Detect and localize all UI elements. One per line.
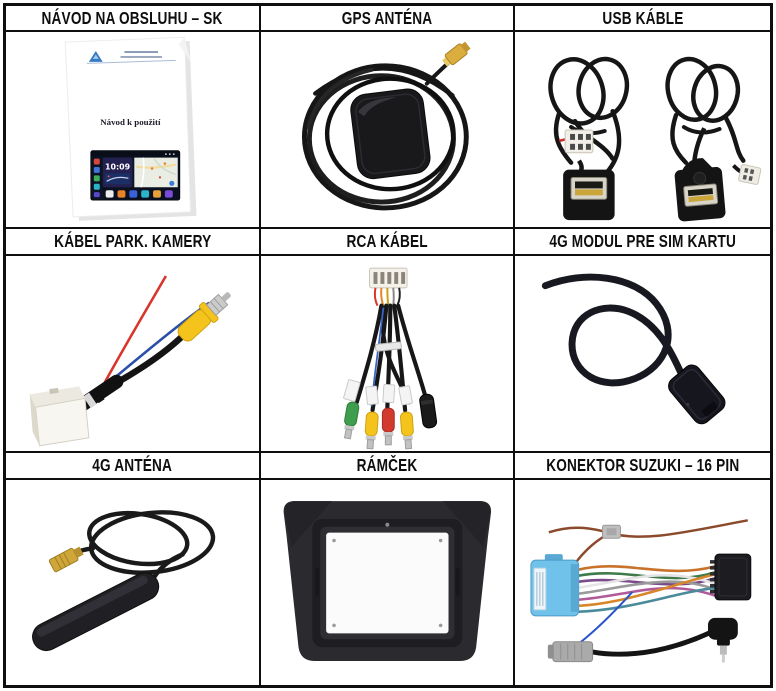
sma-connector-gold (48, 546, 84, 573)
header-frame-label: RÁMČEK (356, 455, 418, 475)
antenna-right-angle-plug (708, 617, 739, 663)
screen-clock-text: 10:09 (105, 162, 130, 171)
header-rca-cable-label: RCA KÁBEL (346, 231, 428, 251)
usb-cables-photo-cell (515, 32, 770, 229)
rca-yellow-plug (177, 292, 231, 342)
camera-cable-photo-cell (6, 256, 261, 453)
usb-cables-photo (548, 56, 762, 222)
header-4g-antenna: 4G ANTÉNA (6, 453, 261, 480)
usb-left-port (563, 159, 615, 221)
header-usb-cables: USB KÁBLE (515, 6, 770, 32)
wire-bundle (576, 564, 717, 614)
header-4g-sim-module-label: 4G MODUL PRE SIM KARTU (549, 231, 737, 251)
header-gps-antenna: GPS ANTÉNA (260, 6, 516, 32)
iso-16pin-connector (710, 553, 752, 601)
rca-plug-red (381, 407, 395, 446)
usb-left-pin-connector (559, 129, 594, 154)
header-gps-antenna-label: GPS ANTÉNA (341, 7, 433, 28)
header-frame: RÁMČEK (260, 453, 516, 480)
header-usb-cables-label: USB KÁBLE (602, 7, 684, 28)
frame-photo-cell (260, 480, 516, 685)
header-4g-sim-module: 4G MODUL PRE SIM KARTU (515, 229, 770, 256)
rca-cable-photo-cell (260, 256, 516, 453)
accessories-table: NÁVOD NA OBSLUHU – SK GPS ANTÉNA USB KÁB… (3, 3, 773, 688)
antenna-patch-bar (32, 572, 160, 652)
4g-sim-module-photo-cell (515, 256, 770, 453)
rca-cable-photo (342, 267, 437, 450)
4g-sim-module-photo (542, 273, 726, 425)
suzuki-blue-connector (530, 554, 580, 617)
camera-white-connector (29, 386, 90, 447)
4g-antenna-photo (32, 510, 216, 652)
sim-module-body (668, 364, 726, 425)
rca-barrel-black (418, 393, 437, 429)
gps-antenna-puck (349, 88, 431, 180)
sma-connector-gold (442, 41, 471, 67)
header-suzuki-connector: KONEKTOR SUZUKI – 16 PIN (515, 453, 770, 480)
suzuki-connector-photo-cell (515, 480, 770, 685)
header-suzuki-connector-label: KONEKTOR SUZUKI – 16 PIN (546, 455, 740, 475)
header-manual: NÁVOD NA OBSLUHU – SK (6, 6, 261, 32)
manual-photo-cell: Návod k použití 10:09 (6, 32, 261, 229)
header-camera-cable: KÁBEL PARK. KAMERY (6, 229, 261, 256)
manual-stereo-screenshot: 10:09 (90, 150, 181, 201)
rca-plug-yellow-2 (399, 411, 414, 450)
header-4g-antenna-label: 4G ANTÉNA (92, 455, 173, 475)
manual-title-text: Návod k použití (100, 117, 161, 127)
gps-antenna-photo (301, 41, 471, 211)
camera-cable-photo (29, 275, 231, 447)
suzuki-connector-photo (530, 519, 752, 663)
header-manual-label: NÁVOD NA OBSLUHU – SK (41, 7, 223, 28)
header-camera-cable-label: KÁBEL PARK. KAMERY (53, 231, 211, 251)
frame-photo (283, 501, 491, 661)
header-rca-cable: RCA KÁBEL (260, 229, 516, 256)
antenna-adapter-gray-connector (548, 641, 594, 663)
usb-right-port (674, 127, 726, 222)
usb-right-pin-connector (732, 164, 762, 185)
rca-plug-green (343, 401, 359, 440)
4g-antenna-photo-cell (6, 480, 261, 685)
manual-photo: Návod k použití 10:09 (64, 36, 197, 221)
gps-antenna-photo-cell (260, 32, 516, 229)
rca-plug-yellow-1 (364, 411, 379, 450)
